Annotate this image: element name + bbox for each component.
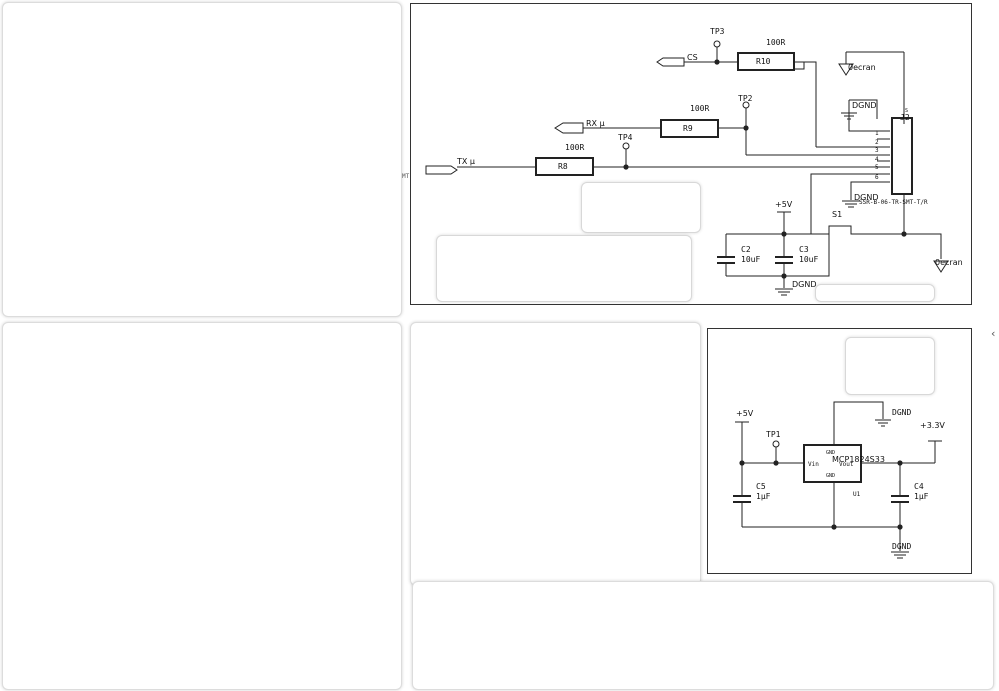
overlay-box-wide	[436, 235, 692, 302]
left-edge-mark: MT	[402, 173, 410, 180]
j2-pin-6: 6	[875, 174, 879, 181]
j2-shield-top: S	[905, 108, 908, 114]
j2-ref: J2	[900, 113, 910, 122]
c5-value: 1µF	[756, 492, 771, 501]
reg-dgnd-bottom-label: DGND	[892, 542, 911, 551]
r10-value: 100R	[766, 38, 785, 47]
c2-ref: C2	[741, 245, 751, 254]
ecran-top-symbol	[838, 63, 854, 76]
panel-card-top-left	[2, 2, 402, 317]
ecran-top-label: 0ecran	[848, 63, 876, 72]
dgnd-2-label: DGND	[854, 193, 879, 202]
reg-plus33v-label: +3.3V	[920, 421, 945, 430]
reg-plus5v-label: +5V	[736, 409, 754, 418]
cs-net-label: CS	[687, 53, 698, 62]
c4-value: 1µF	[914, 492, 929, 501]
j2-connector-body	[891, 117, 913, 195]
r8-ref: R8	[558, 162, 568, 171]
ic-pin-gnd-bottom: GND	[826, 473, 835, 479]
tp3-marker	[713, 40, 721, 48]
ic-part-label: MCP1824S33	[832, 455, 885, 464]
c2-value: 10uF	[741, 255, 760, 264]
panel-card-bottom-wide	[412, 581, 994, 690]
cs-port	[656, 57, 685, 67]
tp3-label: TP3	[710, 27, 725, 36]
reg-dgnd-top-label: DGND	[892, 408, 911, 417]
ic-pin-vin: Vin	[808, 461, 819, 468]
j2-part-number: SSR-B-06-TR-SMT-T/R	[859, 199, 928, 206]
overlay-box-regulator	[845, 337, 935, 395]
tp2-label: TP2	[738, 94, 753, 103]
ecran-bottom-symbol	[933, 260, 949, 273]
tp1-marker	[772, 440, 780, 448]
j2-pin-2: 2	[875, 139, 879, 146]
r9-ref: R9	[683, 124, 693, 133]
r9-value: 100R	[690, 104, 709, 113]
j2-pin-5: 5	[875, 164, 879, 171]
panel-card-bottom-middle	[410, 322, 701, 586]
panel-card-bottom-left	[2, 322, 402, 690]
c3-ref: C3	[799, 245, 809, 254]
ic-ref-label: U1	[853, 491, 861, 498]
tp4-label: TP4	[618, 133, 633, 142]
tx-net-label: TX µ	[456, 157, 475, 166]
r10-ref: R10	[756, 57, 771, 66]
top-schematic-diagram: CS RX µ TX µ TP3 TP2 TP4 100R R10 100R R…	[425, 27, 963, 296]
dgnd-1-label: DGND	[852, 101, 877, 110]
r10-body	[737, 52, 795, 71]
tp1-label: TP1	[766, 430, 781, 439]
c3-value: 10uF	[799, 255, 818, 264]
tp4-marker	[622, 142, 630, 150]
j2-pin-1: 1	[875, 130, 879, 137]
regulator-schematic-diagram: +5V +3.3V DGND DGND TP1 MCP1824S33 U1 GN…	[733, 401, 945, 559]
dgnd-3-label: DGND	[792, 280, 817, 289]
overlay-box-strip	[815, 284, 935, 302]
plus5v-label: +5V	[775, 200, 793, 209]
c4-ref: C4	[914, 482, 924, 491]
ic-pin-gnd-top: GND	[826, 450, 835, 456]
ecran-bottom-label: 0ecran	[935, 258, 963, 267]
c5-ref: C5	[756, 482, 766, 491]
tx-port	[425, 165, 458, 175]
r8-value: 100R	[565, 143, 584, 152]
j2-pin-4: 4	[875, 156, 879, 163]
rx-net-label: RX µ	[586, 119, 605, 128]
rx-port	[554, 122, 584, 134]
overlay-box-small	[581, 182, 701, 233]
tp2-marker	[742, 101, 750, 109]
j2-shield-s1: S1	[832, 210, 842, 219]
right-edge-arrow: ‹	[990, 327, 997, 340]
j2-pin-3: 3	[875, 147, 879, 154]
ic-pin-vout: Vout	[839, 461, 854, 468]
